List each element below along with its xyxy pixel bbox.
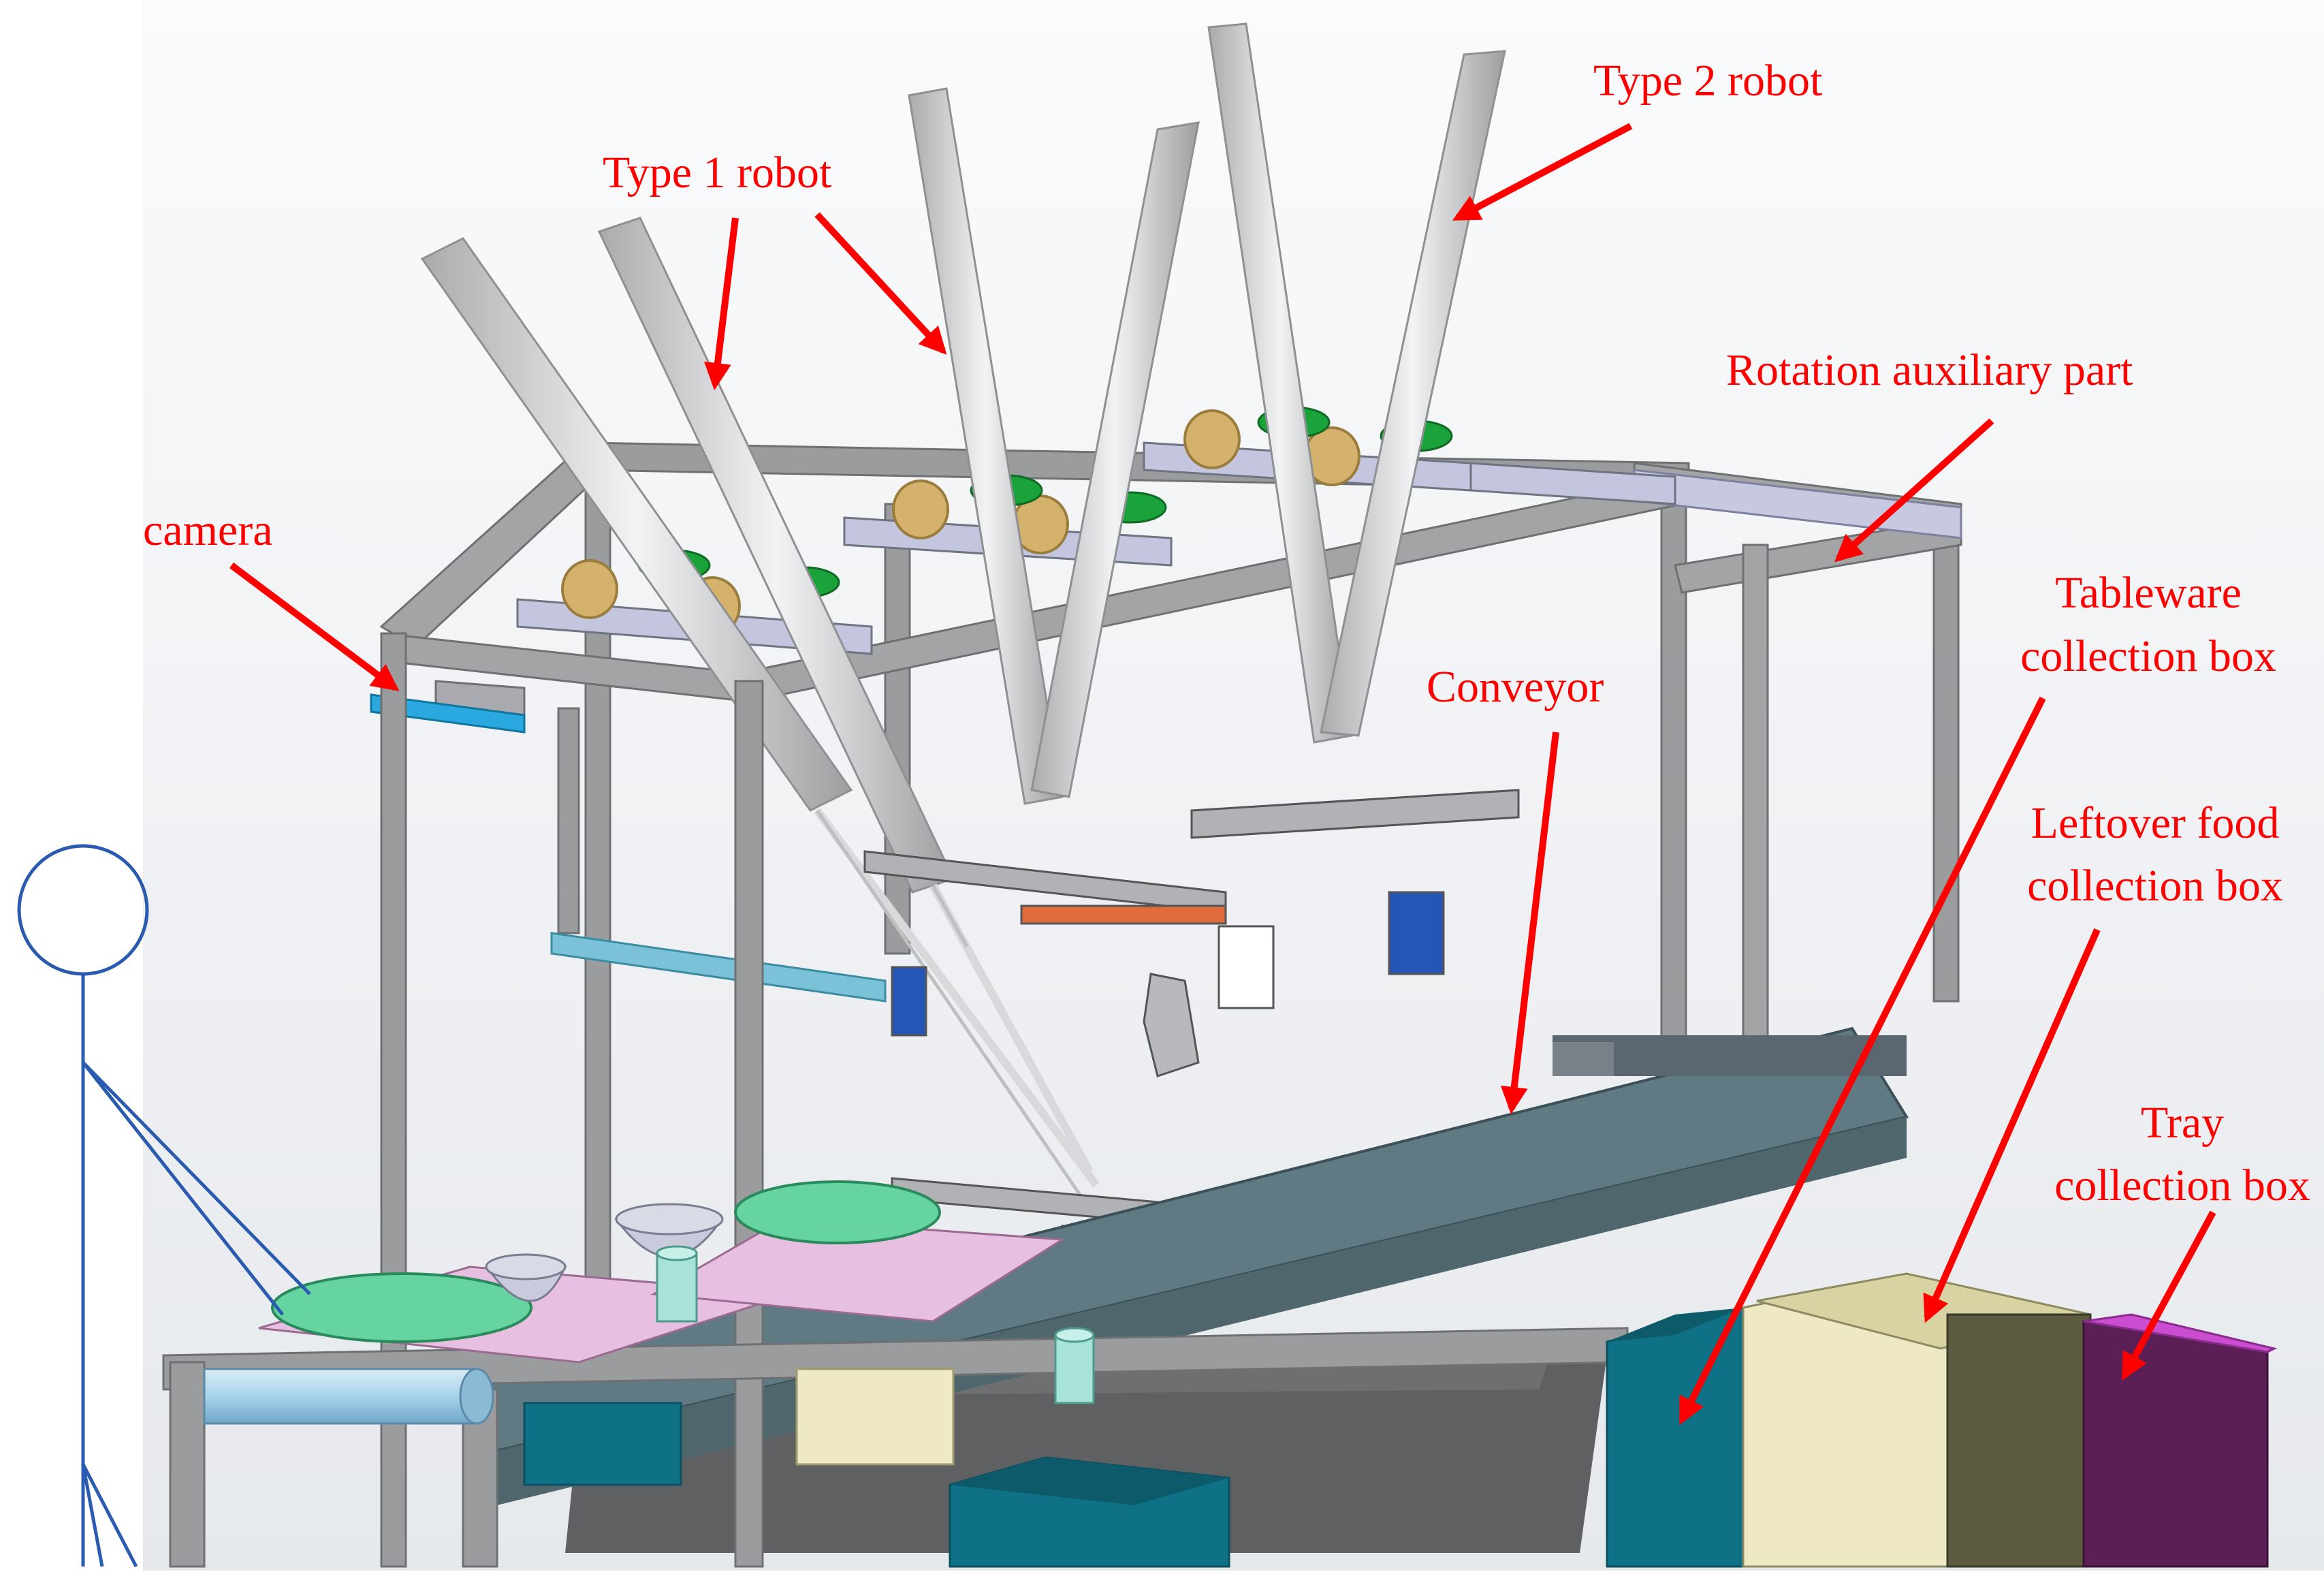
- arrow-type1-right: [814, 212, 947, 355]
- labels: Type 1 robot Type 2 robot camera Rotatio…: [143, 56, 2310, 1210]
- stick-figure: [17, 844, 311, 1568]
- label-type2-robot: Type 2 robot: [1593, 56, 1822, 106]
- label-tray-line1: Tray: [2141, 1098, 2224, 1148]
- type2-robot-arms: [908, 22, 1506, 805]
- frame-top: [379, 441, 1962, 1077]
- type1-robot-arms: [420, 217, 1100, 1200]
- blue-bin: [523, 1402, 682, 1486]
- label-conveyor: Conveyor: [1427, 662, 1604, 712]
- frame-front: [162, 632, 1629, 1568]
- leftover-food-collection-box: [1742, 1272, 2092, 1568]
- lower-bin: [949, 1456, 1230, 1568]
- camera-body: [370, 693, 526, 734]
- arrow-leftover-box: [1923, 928, 2101, 1323]
- arrow-tableware-box: [1678, 696, 2046, 1426]
- camera-assembly: [370, 680, 887, 1003]
- label-tableware-line2: collection box: [2020, 631, 2276, 681]
- arrow-camera: [229, 563, 400, 691]
- front-roller: [203, 1368, 494, 1425]
- label-tray-line2: collection box: [2054, 1161, 2310, 1210]
- cream-bin: [795, 1368, 955, 1466]
- arrow-conveyor: [1500, 731, 1559, 1114]
- arrow-type1-left: [704, 217, 739, 390]
- label-leftover-line2: collection box: [2027, 861, 2283, 911]
- arrows: [229, 123, 2216, 1426]
- trays-and-tableware: [258, 1180, 1095, 1404]
- label-camera: camera: [143, 505, 273, 555]
- label-tableware-line1: Tableware: [2055, 568, 2242, 618]
- left-margin: [0, 0, 143, 1571]
- tray-collection-box: [2082, 1313, 2278, 1568]
- arrow-tray-box: [2121, 1210, 2216, 1381]
- arrow-rotation-part: [1834, 418, 1994, 563]
- label-rotation-auxiliary-part: Rotation auxiliary part: [1726, 345, 2133, 395]
- label-type1-robot: Type 1 robot: [603, 148, 831, 198]
- label-leftover-line1: Leftover food: [2031, 798, 2280, 848]
- arrow-type2: [1452, 123, 1633, 221]
- tableware-collection-box: [1606, 1306, 1745, 1568]
